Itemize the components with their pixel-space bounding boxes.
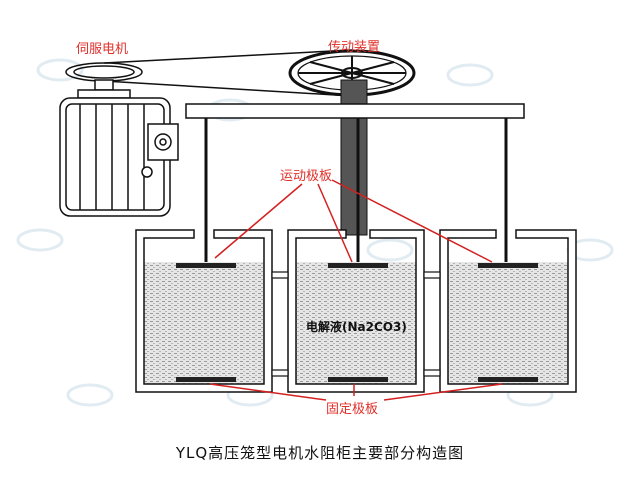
label-fixed-plate: 固定极板	[326, 402, 379, 417]
label-transmission: 传动装置	[328, 40, 381, 55]
tank-connectors	[271, 271, 441, 377]
watermark-logo	[66, 383, 114, 407]
watermark-logo	[446, 63, 494, 87]
figure-caption: YLQ高压笼型电机水阻柜主要部分构造图	[175, 444, 465, 462]
fixed-plates	[176, 377, 538, 382]
tank-left	[135, 229, 273, 393]
transmission-handwheel	[288, 49, 416, 97]
label-electrolyte: 电解液(Na2CO3)	[306, 320, 407, 334]
watermark-logo	[366, 238, 414, 262]
watermark-logo	[36, 58, 84, 82]
label-servo-motor: 伺服电机	[76, 42, 129, 57]
tank-right	[439, 229, 577, 393]
plate-rods	[204, 118, 508, 266]
label-moving-plate: 运动极板	[280, 169, 333, 184]
watermark-logo	[16, 228, 64, 252]
pointer-lines	[209, 179, 503, 401]
servo-motor	[59, 79, 179, 217]
moving-plates	[176, 263, 538, 268]
crossbeam	[185, 103, 525, 119]
tank-middle	[287, 229, 425, 393]
